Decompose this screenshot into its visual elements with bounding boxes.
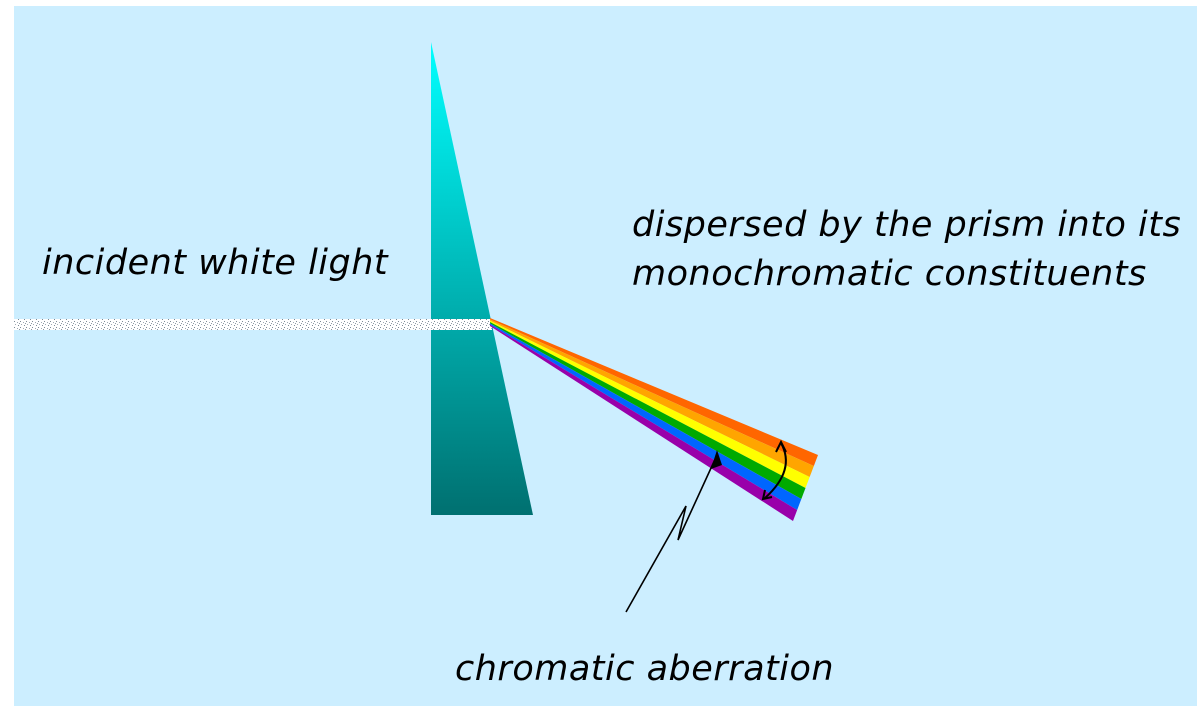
zigzag-arrow-icon bbox=[626, 450, 722, 612]
spectrum-band-3 bbox=[490, 321, 810, 488]
spectrum-beam bbox=[490, 318, 818, 521]
prism bbox=[431, 42, 533, 515]
dispersion-caption: dispersed by the prism into its monochro… bbox=[632, 201, 1181, 299]
spectrum-band-1 bbox=[490, 318, 818, 466]
incident-light-label: incident white light bbox=[42, 243, 388, 283]
dispersion-caption-line-1: dispersed by the prism into its bbox=[632, 201, 1181, 250]
spectrum-band-6 bbox=[490, 325, 797, 521]
spectrum-band-2 bbox=[490, 319, 814, 477]
spectrum-band-4 bbox=[490, 322, 806, 499]
dispersion-caption-line-2: monochromatic constituents bbox=[632, 250, 1181, 299]
chromatic-aberration-label: chromatic aberration bbox=[455, 649, 834, 689]
incident-light-beam bbox=[14, 319, 492, 330]
spectrum-band-5 bbox=[490, 323, 801, 510]
